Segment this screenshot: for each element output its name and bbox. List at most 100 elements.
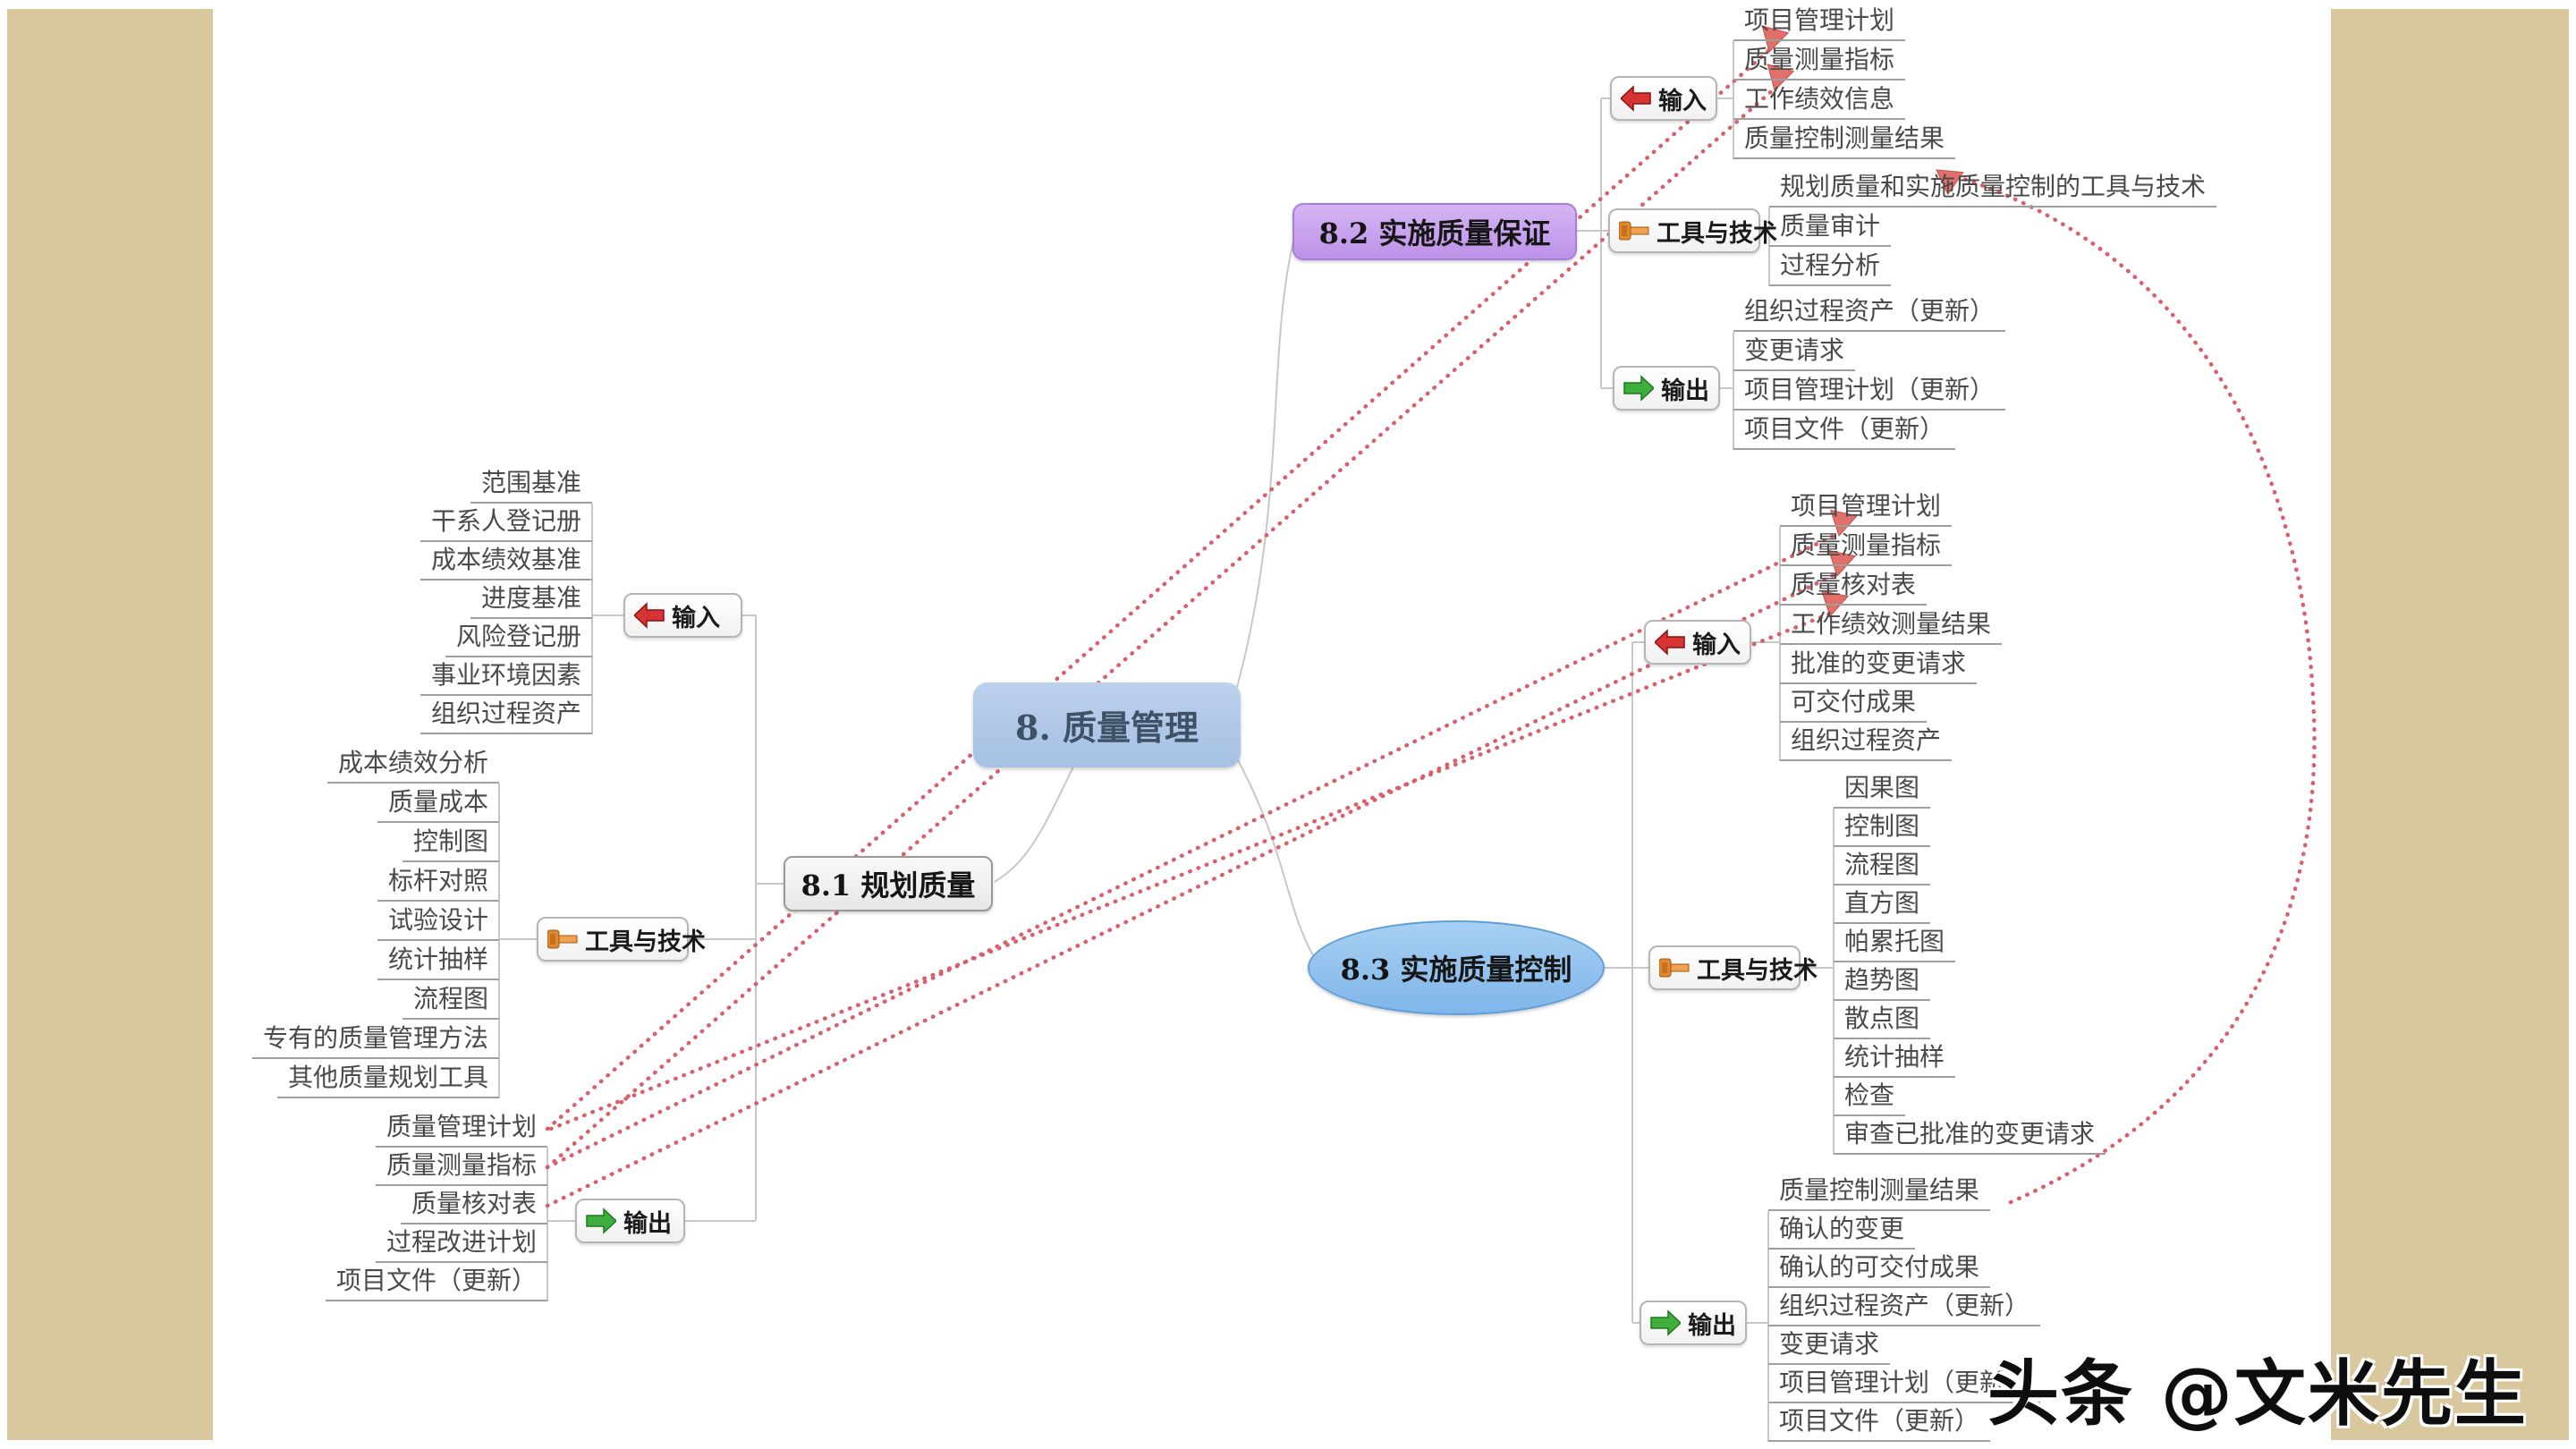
topic-item[interactable]: 散点图 [1834,1002,1931,1039]
topic-item[interactable]: 成本绩效基准 [419,543,592,580]
arrowhead [1761,25,1790,53]
topic-item[interactable]: 成本绩效分析 [326,746,499,784]
link-quality-metrics-to-8-2-input [545,86,1777,1170]
topic-item[interactable]: 直方图 [1834,886,1931,924]
topic-item[interactable]: 因果图 [1834,771,1931,809]
topic-item[interactable]: 项目文件（更新） [325,1264,547,1301]
topic-item[interactable]: 流程图 [402,982,499,1020]
branch-topic-8-2[interactable]: 8.2 实施质量保证 [1292,203,1577,260]
topic-item[interactable]: 过程分析 [1769,249,1892,286]
root-topic[interactable]: 8. 质量管理 [973,682,1241,767]
input-arrow-icon [1655,629,1685,656]
node-label: 工具与技术 [1657,219,1777,248]
topic-item[interactable]: 干系人登记册 [419,504,592,542]
topic-item[interactable]: 流程图 [1834,848,1931,886]
topic-item[interactable]: 质量测量指标 [1780,529,1953,566]
topic-item[interactable]: 组织过程资产（更新） [1733,294,2006,332]
output-arrow-icon [1650,1309,1681,1336]
bolt-icon [1619,221,1649,241]
topic-item[interactable]: 检查 [1834,1079,1906,1116]
bolt-icon [547,929,578,949]
node-8-3-input[interactable]: 输入 [1644,620,1751,665]
topic-item[interactable]: 统计抽样 [1834,1040,1956,1078]
node-8-2-input[interactable]: 输入 [1610,76,1717,121]
topic-item[interactable]: 统计抽样 [377,943,499,980]
topic-item[interactable]: 控制图 [1834,809,1931,847]
branch-topic-8-3[interactable]: 8.3 实施质量控制 [1308,920,1605,1015]
topic-item[interactable]: 试验设计 [377,903,499,941]
list-bracket-8-1-tools [498,784,537,1098]
node-8-1-output[interactable]: 输出 [575,1199,685,1243]
topic-item[interactable]: 过程改进计划 [375,1225,547,1263]
list-bracket-8-1-output [547,1148,575,1301]
node-8-1-input[interactable]: 输入 [623,593,742,638]
node-label: 工具与技术 [1697,956,1818,985]
topic-item[interactable]: 其他质量规划工具 [276,1061,499,1098]
node-8-3-output[interactable]: 输出 [1640,1301,1747,1345]
topic-item[interactable]: 控制图 [402,825,499,862]
topic-item[interactable]: 帕累托图 [1834,925,1956,962]
topic-item[interactable]: 组织过程资产（更新） [1768,1289,2041,1326]
branch-topic-8-1[interactable]: 8.1 规划质量 [784,856,993,911]
topic-item[interactable]: 质量核对表 [400,1187,547,1224]
topic-item[interactable]: 质量控制测量结果 [1733,122,1956,159]
node-8-2-output[interactable]: 输出 [1613,366,1720,411]
topic-item[interactable]: 质量审计 [1769,209,1892,247]
topic-item[interactable]: 标杆对照 [377,864,499,902]
list-bracket-8-2-tools [1760,208,1770,286]
link-quality-metrics-to-8-3-input [545,530,1842,1170]
watermark: 头条 @文米先生H [1987,1352,2528,1449]
root-to-8-3-connector [1235,756,1314,956]
node-label: 输出 [623,1209,672,1238]
topic-item[interactable]: 专有的质量管理方法 [251,1021,499,1059]
topic-item[interactable]: 工作绩效信息 [1733,82,1906,120]
bolt-icon [1659,958,1690,978]
right-margin-bar [2331,9,2569,1440]
topic-item[interactable]: 风险登记册 [445,620,592,657]
topic-item[interactable]: 质量核对表 [1780,568,1928,606]
list-bracket-8-3-output [1747,1211,1769,1442]
list-bracket-8-2-input [1717,41,1734,159]
topic-item[interactable]: 工作绩效测量结果 [1780,607,2003,645]
topic-item[interactable]: 批准的变更请求 [1780,647,1978,684]
topic-item[interactable]: 项目管理计划 [1780,489,1953,527]
topic-item[interactable]: 事业环境因素 [419,658,592,696]
list-bracket-8-3-tools [1801,809,1835,1155]
topic-item[interactable]: 进度基准 [470,581,592,619]
topic-item[interactable]: 规划质量和实施质量控制的工具与技术 [1769,170,2217,208]
node-label: 输出 [1661,377,1709,405]
node-8-3-tools[interactable]: 工具与技术 [1648,945,1818,990]
topic-item[interactable]: 质量成本 [377,785,499,823]
topic-item[interactable]: 变更请求 [1733,334,1856,371]
topic-item[interactable]: 质量测量指标 [1733,43,1906,80]
topic-item[interactable]: 质量管理计划 [375,1110,547,1148]
node-8-1-tools[interactable]: 工具与技术 [537,917,706,962]
left-margin-bar [7,9,213,1440]
input-arrow-icon [634,602,665,629]
topic-item[interactable]: 确认的变更 [1768,1212,1916,1250]
topic-item[interactable]: 项目管理计划（更新） [1768,1366,2041,1403]
arrowhead [1936,169,1964,196]
topic-item[interactable]: 范围基准 [470,466,592,504]
branch-8-3-spine [1605,641,1648,1324]
topic-item[interactable]: 项目管理计划 [1733,4,1906,41]
node-label: 输入 [1658,87,1707,115]
arrowhead [1820,589,1850,617]
topic-item[interactable]: 质量控制测量结果 [1768,1174,1991,1211]
topic-item[interactable]: 可交付成果 [1780,685,1928,723]
topic-item[interactable]: 确认的可交付成果 [1768,1250,1991,1288]
branch-8-1-spine [685,614,784,1222]
topic-item[interactable]: 审查已批准的变更请求 [1834,1117,2106,1155]
topic-item[interactable]: 项目文件（更新） [1768,1404,1991,1442]
topic-item[interactable]: 质量测量指标 [375,1148,547,1186]
topic-item[interactable]: 趋势图 [1834,963,1931,1001]
topic-item[interactable]: 组织过程资产 [1780,724,1953,761]
node-8-2-tools[interactable]: 工具与技术 [1608,208,1777,253]
topic-item[interactable]: 项目管理计划（更新） [1733,373,2006,411]
topic-item[interactable]: 变更请求 [1768,1327,1891,1365]
list-bracket-8-1-input [591,504,623,734]
root-to-8-2-connector [1235,233,1296,691]
topic-item[interactable]: 项目文件（更新） [1733,412,1956,450]
topic-item[interactable]: 组织过程资产 [419,697,592,734]
